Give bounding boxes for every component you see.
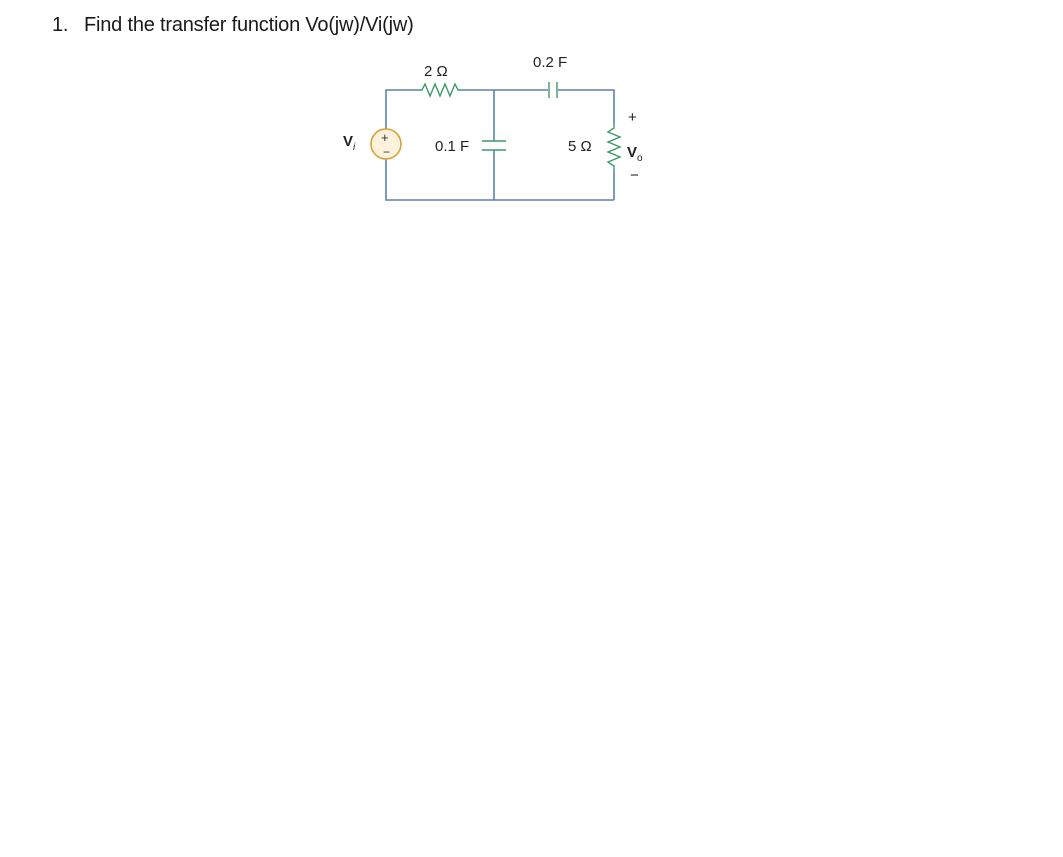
- source-label-sub: i: [353, 142, 356, 153]
- question-prompt: Find the transfer function Vo(jw)/Vi(jw): [84, 14, 414, 36]
- capacitor-0-2f-label: 0.2 F: [533, 54, 567, 71]
- resistor-2-ohm-label: 2 Ω: [424, 63, 448, 80]
- output-plus-sign: +: [628, 109, 637, 126]
- capacitor-0-1f: [482, 140, 506, 151]
- source-label: Vi: [343, 133, 356, 153]
- question-text: 1. Find the transfer function Vo(jw)/Vi(j…: [52, 14, 414, 37]
- source-plus-sign: +: [381, 130, 389, 145]
- output-label-sub: o: [637, 153, 643, 164]
- output-label: Vo: [627, 144, 643, 164]
- voltage-source: + −: [370, 128, 402, 160]
- source-minus-sign: −: [383, 145, 390, 159]
- output-label-main: V: [627, 144, 637, 161]
- resistor-2-ohm: [418, 82, 462, 98]
- resistor-5-ohm: [606, 125, 622, 170]
- capacitor-0-1f-label: 0.1 F: [435, 138, 469, 155]
- source-label-main: V: [343, 133, 353, 150]
- question-number: 1.: [52, 14, 69, 36]
- circuit-wires: [385, 89, 615, 201]
- resistor-5-ohm-label: 5 Ω: [568, 138, 592, 155]
- output-minus-sign: −: [630, 167, 639, 184]
- capacitor-0-2f: [548, 82, 558, 98]
